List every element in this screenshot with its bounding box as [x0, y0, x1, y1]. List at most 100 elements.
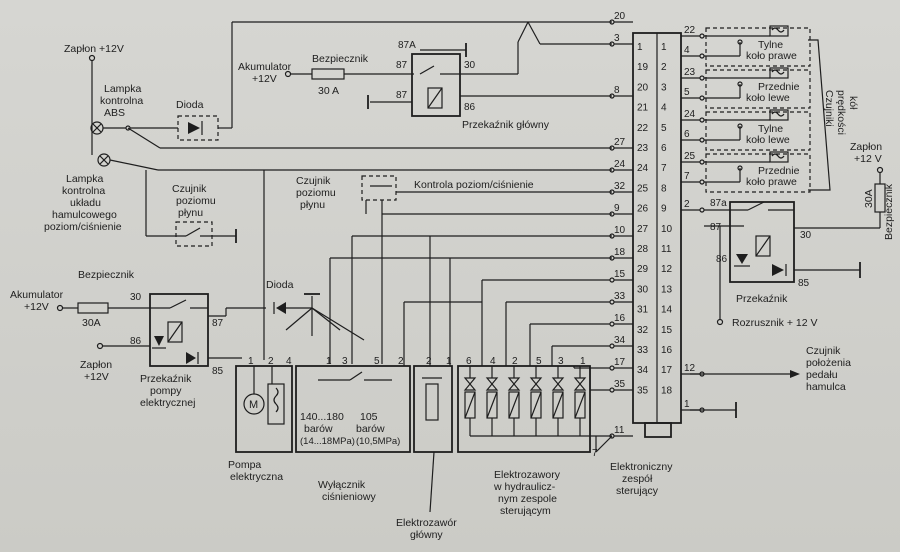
- svg-text:2: 2: [512, 356, 518, 367]
- svg-text:1: 1: [580, 356, 586, 367]
- svg-text:2: 2: [426, 356, 432, 367]
- diode-top: Dioda: [176, 21, 612, 141]
- svg-text:barów: barów: [356, 423, 385, 435]
- ecu-inner-pin: 8: [661, 183, 667, 194]
- abs-warning-lamp: Lampka kontrolna ABS: [90, 83, 178, 155]
- ecu-left-pin: 18: [614, 247, 626, 258]
- ecu-right-terminal: [699, 137, 705, 143]
- main-solenoid-valve: 2 1 Elektrozawór główny: [396, 236, 457, 541]
- ecu-left-pin: 35: [614, 379, 626, 390]
- svg-text:elektryczna: elektryczna: [230, 471, 283, 483]
- svg-text:Bezpiecznik: Bezpiecznik: [312, 53, 369, 65]
- svg-text:2: 2: [398, 356, 404, 367]
- ecu-inner-pin: 28: [637, 244, 649, 255]
- battery-12v-top: Akumulator +12V: [238, 61, 312, 85]
- ecu-right-pin: 4: [684, 45, 690, 56]
- fluid-level-sensor-right: Czujnik poziomu płynu Kontrola poziom/ci…: [263, 170, 612, 364]
- ecu-inner-pin: 20: [637, 82, 649, 93]
- ecu-inner-pin: 11: [661, 244, 672, 255]
- svg-text:Akumulator: Akumulator: [10, 289, 64, 301]
- svg-text:87: 87: [212, 318, 224, 329]
- ecu-right-pin: 22: [684, 25, 696, 36]
- svg-text:Dioda: Dioda: [176, 99, 204, 111]
- svg-text:30: 30: [130, 292, 142, 303]
- wheel-sensor-label: Tylne: [758, 123, 783, 135]
- ecu-inner-pin: 26: [637, 204, 649, 215]
- ecu-inner-pin: 17: [661, 365, 673, 376]
- ecu-left-terminal: [609, 343, 615, 349]
- svg-text:3: 3: [558, 356, 564, 367]
- svg-text:poziomu: poziomu: [176, 195, 216, 207]
- ecu-left-pin: 10: [614, 225, 626, 236]
- ecu-left-pin: 20: [614, 11, 626, 22]
- solenoid-valve: [507, 366, 521, 436]
- ecu-inner-pin: 15: [661, 325, 673, 336]
- ecu-left-terminal: [609, 365, 615, 371]
- ecu-left-terminal: [609, 299, 615, 305]
- svg-text:105: 105: [360, 411, 378, 423]
- ecu-left-pin: 9: [614, 203, 620, 214]
- ecu-inner-pin: 27: [637, 224, 649, 235]
- svg-text:+12V: +12V: [252, 73, 277, 85]
- ecu-inner-pin: 1: [637, 42, 643, 53]
- svg-text:ABS: ABS: [104, 107, 125, 119]
- svg-text:85: 85: [798, 278, 810, 289]
- solenoid-valve: [485, 366, 499, 436]
- svg-text:hamulca: hamulca: [806, 381, 846, 393]
- svg-text:1: 1: [248, 356, 254, 367]
- svg-text:Rozrusznik + 12 V: Rozrusznik + 12 V: [732, 317, 818, 329]
- ecu-left-pin: 3: [614, 33, 620, 44]
- ecu-left-pin: 17: [614, 357, 626, 368]
- svg-text:Przekaźnik główny: Przekaźnik główny: [462, 119, 550, 131]
- svg-text:płynu: płynu: [300, 199, 325, 211]
- ecu-right-terminal: [699, 159, 705, 165]
- solenoid-valve: [463, 366, 477, 436]
- svg-text:87A: 87A: [398, 40, 416, 51]
- ecu-inner-pin: 3: [661, 82, 667, 93]
- svg-text:układu: układu: [70, 197, 101, 209]
- ecu-inner-pin: 23: [637, 143, 649, 154]
- ecu-inner-pin: 21: [637, 103, 649, 114]
- ecu-inner-pin: 10: [661, 224, 673, 235]
- svg-text:Zapłon: Zapłon: [850, 141, 882, 153]
- svg-text:6: 6: [466, 356, 472, 367]
- diode-middle: Dioda: [266, 257, 612, 364]
- ecu-left-pin: 8: [614, 85, 620, 96]
- svg-text:główny: główny: [410, 529, 443, 541]
- svg-text:kontrolna: kontrolna: [100, 95, 143, 107]
- svg-text:elektrycznej: elektrycznej: [140, 397, 195, 409]
- electric-pump: 1 2 4 M Pompa elektryczna: [228, 356, 293, 483]
- pump-relay: 30 86 87 85 Przekaźnik pompy elektryczne…: [130, 292, 266, 409]
- ecu-inner-pin: 4: [661, 103, 667, 114]
- svg-text:(10,5MPa): (10,5MPa): [356, 436, 400, 447]
- ecu-inner-pin: 29: [637, 264, 649, 275]
- solenoid-valve: [551, 366, 565, 436]
- svg-text:sterującym: sterującym: [500, 505, 551, 517]
- svg-text:Pompa: Pompa: [228, 459, 261, 471]
- ignition-12v-top: Zapłon +12V: [64, 43, 124, 118]
- ecu-left-terminal: [609, 277, 615, 283]
- ecu-left-pin: 16: [614, 313, 626, 324]
- svg-text:87: 87: [710, 222, 722, 233]
- ecu-pin11-link: [595, 435, 613, 453]
- svg-text:Zapłon +12V: Zapłon +12V: [64, 43, 124, 55]
- ecu-left-terminal: [609, 321, 615, 327]
- svg-text:nym zespole: nym zespole: [498, 493, 557, 505]
- svg-text:87a: 87a: [710, 198, 727, 209]
- ecu-left-pin: 27: [614, 137, 626, 148]
- svg-text:Lampka: Lampka: [66, 173, 104, 185]
- svg-text:4: 4: [490, 356, 496, 367]
- svg-text:87: 87: [396, 60, 408, 71]
- wheel-sensor-label: Przednie: [758, 81, 800, 93]
- ecu-inner-pin: 5: [661, 123, 667, 134]
- abs-lamp-to-pin27: [127, 127, 612, 149]
- ecu-inner-pin: 18: [661, 385, 673, 396]
- svg-text:Wyłącznik: Wyłącznik: [318, 479, 366, 491]
- ecu-inner-pin: 12: [661, 264, 673, 275]
- svg-text:Dioda: Dioda: [266, 279, 294, 291]
